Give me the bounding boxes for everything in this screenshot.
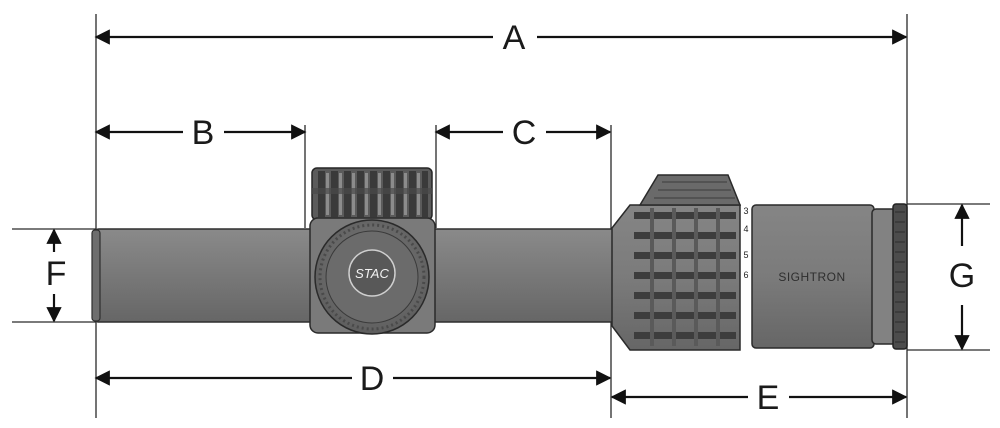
elevation-turret <box>311 167 433 221</box>
objective-knurl-ring <box>892 203 908 350</box>
dimension-label-f: F <box>46 255 67 293</box>
throw-lever-grooves <box>654 181 735 199</box>
magnification-mark: 6 <box>743 270 748 280</box>
dimension-label-d: D <box>360 360 385 398</box>
brand-marking: SIGHTRON <box>778 270 845 284</box>
dimension-lines <box>46 29 970 405</box>
magnification-mark: 3 <box>743 206 748 216</box>
dimension-label-b: B <box>192 114 215 152</box>
magnification-scale: 3 4 5 6 <box>743 206 748 280</box>
dimension-label-g: G <box>949 257 975 295</box>
magnification-mark: 5 <box>743 250 748 260</box>
dimension-letters: A B C D E F G <box>46 19 976 417</box>
magnification-mark: 4 <box>743 224 748 234</box>
dimension-label-a: A <box>503 19 526 57</box>
windage-turret: STAC <box>314 219 430 335</box>
dimension-label-c: C <box>512 114 537 152</box>
power-ring-grip <box>634 212 736 339</box>
dimension-label-e: E <box>757 379 780 417</box>
turret-cap-badge <box>348 249 396 297</box>
eyepiece-rim <box>91 229 101 322</box>
turret-cap-text: STAC <box>355 266 389 281</box>
rifle-scope: STAC 3 4 5 <box>91 167 908 351</box>
